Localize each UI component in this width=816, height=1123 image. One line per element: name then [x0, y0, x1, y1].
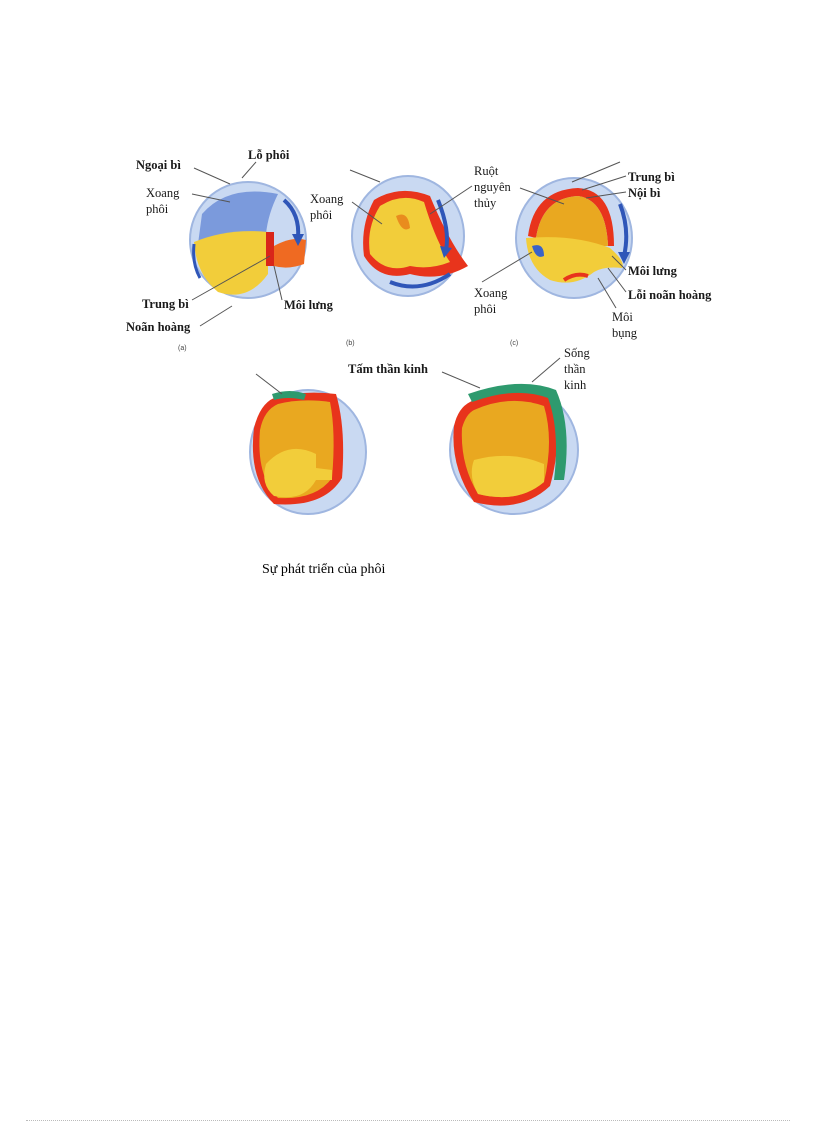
leader-lines — [191, 161, 627, 395]
label-song-than-kinh-2: thần — [564, 362, 586, 376]
label-trung-bi-a: Trung bì — [142, 297, 189, 311]
page-bottom-divider — [26, 1120, 790, 1122]
panel-c-tag: (c) — [510, 340, 519, 347]
label-loi-noan-hoang: Lỗi noãn hoàng — [628, 288, 712, 302]
panel-e-illustration — [449, 383, 579, 515]
label-lo-phoi: Lỗ phôi — [248, 148, 290, 162]
label-moi-lung-a: Môi lưng — [284, 298, 333, 312]
panel-c-illustration — [515, 177, 633, 299]
label-xoang-phoi-b-1: Xoang — [310, 192, 344, 206]
label-noan-hoang: Noãn hoàng — [126, 320, 191, 334]
panel-b-illustration — [351, 175, 468, 297]
figure-caption: Sự phát triển của phôi — [262, 562, 386, 577]
panel-d-illustration — [249, 389, 367, 515]
label-moi-bung-2: bụng — [612, 326, 637, 340]
label-xoang-phoi-c-1: Xoang — [474, 286, 508, 300]
label-ngoai-bi: Ngoại bì — [136, 158, 181, 172]
label-trung-bi-c: Trung bì — [628, 170, 675, 184]
label-ruot-nguyen-thuy-3: thủy — [474, 196, 497, 210]
label-tam-than-kinh: Tấm thần kinh — [348, 362, 428, 376]
label-ruot-nguyen-thuy-2: nguyên — [474, 180, 511, 194]
label-moi-bung-1: Môi — [612, 310, 633, 324]
embryo-development-figure: Ngoại bì Lỗ phôi Xoang phôi Trung bì Môi… — [120, 140, 760, 540]
label-xoang-phoi-c-2: phôi — [474, 302, 497, 316]
label-xoang-phoi-b-2: phôi — [310, 208, 333, 222]
label-noi-bi: Nội bì — [628, 186, 661, 200]
label-song-than-kinh-3: kinh — [564, 378, 587, 392]
label-ruot-nguyen-thuy-1: Ruột — [474, 164, 499, 178]
panel-a-illustration — [189, 181, 307, 299]
panel-b-tag: (b) — [346, 340, 355, 347]
label-xoang-phoi-a-2: phôi — [146, 202, 169, 216]
label-moi-lung-c: Môi lưng — [628, 264, 677, 278]
label-song-than-kinh-1: Sống — [564, 346, 590, 360]
label-xoang-phoi-a-1: Xoang — [146, 186, 180, 200]
panel-a-tag: (a) — [178, 345, 187, 352]
